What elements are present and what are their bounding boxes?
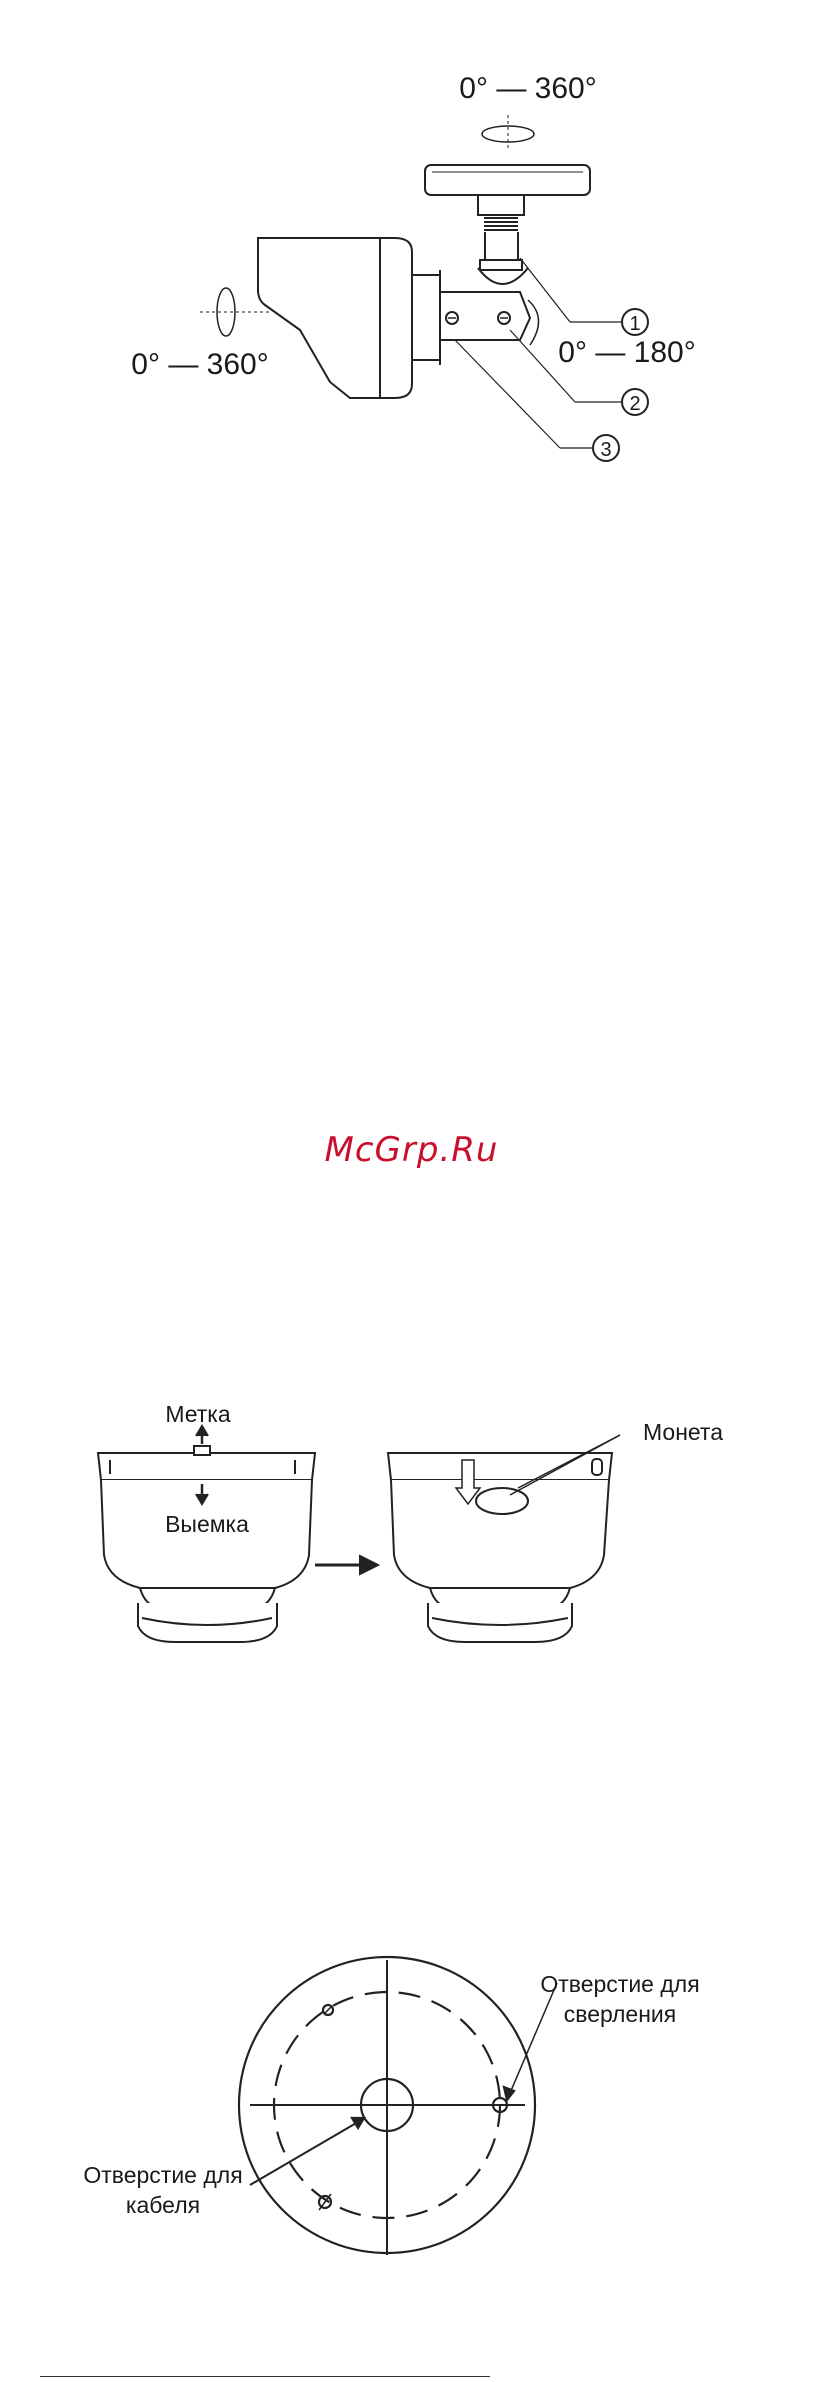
mounting-base-drawing: Отверстие для сверления Отверстие для ка…: [0, 1900, 823, 2320]
rotation-left-label: 0° — 360°: [131, 348, 268, 381]
coin-label: Монета: [643, 1419, 723, 1445]
callout-3-label: 3: [600, 439, 611, 461]
rotation-top-label: 0° — 360°: [459, 72, 596, 105]
drill-hole-label-line1: Отверстие для: [540, 1971, 699, 1997]
camera-body-drawing: [258, 238, 412, 398]
cable-hole-label-line2: кабеля: [126, 2192, 200, 2218]
coin-drawing: [476, 1488, 528, 1514]
drill-hole-label-line2: сверления: [564, 2001, 676, 2027]
footer-rule: [40, 2376, 490, 2377]
mounting-base-figure: Отверстие для сверления Отверстие для ка…: [0, 1900, 823, 2320]
callout-1-label: 1: [629, 313, 640, 335]
cable-hole-label-line1: Отверстие для: [83, 2162, 242, 2188]
notch-label: Выемка: [165, 1511, 249, 1537]
dome-right-drawing: [388, 1435, 620, 1642]
bullet-camera-figure: 0° — 360° 0° — 360° 0° — 180° 1 2 3: [0, 0, 823, 480]
mount-plate-drawing: [425, 165, 590, 195]
watermark: McGrp.Ru: [0, 1130, 823, 1170]
callout-2-label: 2: [629, 393, 640, 415]
tilt-arm-drawing: [440, 292, 530, 340]
mark-label: Метка: [165, 1401, 231, 1427]
bullet-camera-drawing: 0° — 360° 0° — 360° 0° — 180° 1 2 3: [0, 0, 823, 480]
rotation-tilt-label: 0° — 180°: [558, 336, 695, 369]
dome-opening-drawing: Метка Выемка Монета: [0, 1380, 823, 1680]
dome-opening-figure: Метка Выемка Монета: [0, 1380, 823, 1680]
